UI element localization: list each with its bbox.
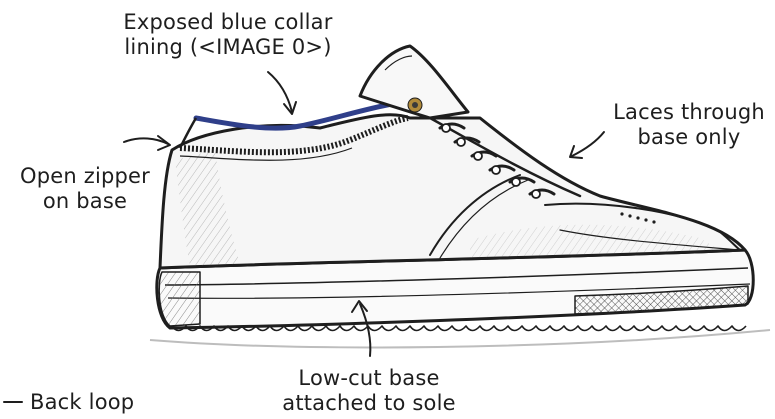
laces-annotation: Laces through base only bbox=[604, 100, 774, 150]
ground-shadow bbox=[150, 330, 770, 347]
base-annotation-line1: Low-cut base bbox=[264, 366, 474, 391]
laces-annotation-line1: Laces through bbox=[604, 100, 774, 125]
back-loop-annotation: Back loop bbox=[30, 390, 134, 415]
laces-arrow bbox=[572, 132, 604, 156]
collar-annotation-line2: lining (<IMAGE 0>) bbox=[118, 35, 338, 60]
base-annotation-line2: attached to sole bbox=[264, 391, 474, 416]
base-annotation: Low-cut base attached to sole bbox=[264, 366, 474, 416]
laces-annotation-line2: base only bbox=[604, 125, 774, 150]
zipper-annotation-line2: on base bbox=[10, 189, 160, 214]
collar-annotation-line1: Exposed blue collar bbox=[118, 10, 338, 35]
collar-arrow bbox=[268, 72, 292, 112]
collar-annotation: Exposed blue collar lining (<IMAGE 0>) bbox=[118, 10, 338, 60]
back-loop-annotation-line1: Back loop bbox=[30, 390, 134, 415]
zipper-annotation-line1: Open zipper bbox=[10, 164, 160, 189]
zipper-annotation: Open zipper on base bbox=[10, 164, 160, 214]
